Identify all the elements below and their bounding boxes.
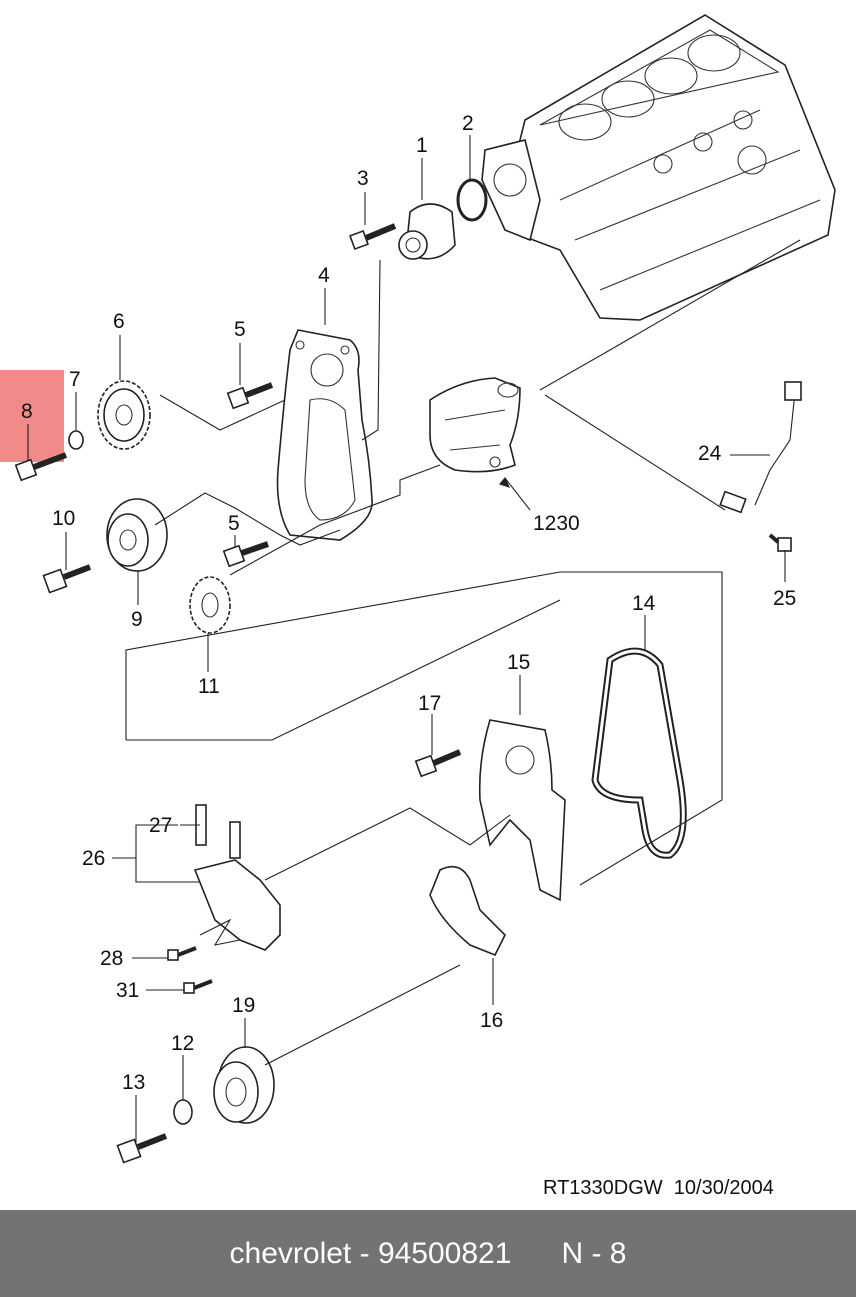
footer-bar: chevrolet - 94500821 N - 8	[0, 1210, 856, 1297]
callout-13: 13	[122, 1071, 145, 1094]
callout-5a: 5	[234, 318, 246, 341]
footer-separator: -	[351, 1236, 378, 1270]
bolt-3	[349, 223, 397, 250]
parts-diagram: 1 2 3 4 5 5 6 7 8 9 10 11 12 13 14 15 16…	[0, 14, 836, 1199]
bolt-17	[414, 749, 462, 778]
bolt-28	[167, 946, 197, 961]
crank-pulley	[213, 1046, 275, 1124]
bolt-31	[183, 979, 213, 994]
callout-5b: 5	[228, 512, 240, 535]
callout-28: 28	[100, 947, 123, 970]
footer-page: N - 8	[561, 1236, 627, 1270]
bolt-5-lower	[222, 541, 269, 568]
footer-gap	[511, 1237, 561, 1271]
timing-belt	[591, 647, 687, 859]
cam-sprocket	[97, 380, 151, 450]
engine-mount-bracket	[193, 804, 281, 951]
leader-lines	[27, 135, 786, 1142]
bolt-13	[116, 1133, 168, 1164]
footer-brand: chevrolet	[229, 1236, 352, 1270]
callout-27: 27	[149, 814, 172, 837]
callout-12: 12	[171, 1032, 194, 1055]
callout-14: 14	[632, 592, 656, 615]
footer-part-number: 94500821	[377, 1236, 512, 1270]
reference-code: RT1330DGW 10/30/2004	[543, 1177, 774, 1199]
callouts: 1 2 3 4 5 5 6 7 8 9 10 11 12 13 14 15 16…	[21, 112, 796, 1094]
callout-1230: 1230	[533, 512, 580, 535]
crank-sprocket	[189, 576, 231, 634]
callout-4: 4	[318, 264, 330, 287]
washer-7	[68, 430, 84, 450]
callout-6: 6	[113, 310, 125, 333]
bolt-25	[768, 533, 792, 552]
callout-11: 11	[198, 675, 220, 698]
callout-26: 26	[82, 847, 105, 870]
callout-16: 16	[480, 1009, 503, 1032]
callout-2: 2	[462, 112, 474, 135]
bolt-5-upper	[226, 382, 274, 410]
front-cover-upper	[478, 719, 566, 902]
callout-17: 17	[418, 692, 441, 715]
callout-19: 19	[232, 994, 255, 1017]
front-cover-lower	[429, 865, 506, 957]
callout-25: 25	[773, 587, 796, 610]
callout-3: 3	[357, 167, 369, 190]
callout-1: 1	[416, 134, 428, 157]
oil-pump	[429, 377, 521, 473]
tensioner-pulley	[106, 498, 168, 572]
o-ring	[456, 178, 488, 222]
sensor-24	[719, 381, 802, 514]
engine-block	[481, 14, 836, 321]
bolt-8	[14, 452, 68, 482]
assembly-lines	[125, 239, 801, 1066]
bolt-10	[42, 564, 92, 594]
water-pump	[398, 203, 456, 260]
callout-9: 9	[131, 608, 143, 631]
callout-15: 15	[507, 651, 530, 674]
timing-cover-rear	[276, 329, 373, 541]
callout-8: 8	[21, 400, 33, 423]
washer-12	[173, 1099, 193, 1125]
callout-10: 10	[52, 507, 75, 530]
callout-7: 7	[69, 368, 81, 391]
callout-24: 24	[698, 442, 722, 465]
callout-31: 31	[116, 979, 139, 1002]
highlight-box	[0, 370, 64, 462]
